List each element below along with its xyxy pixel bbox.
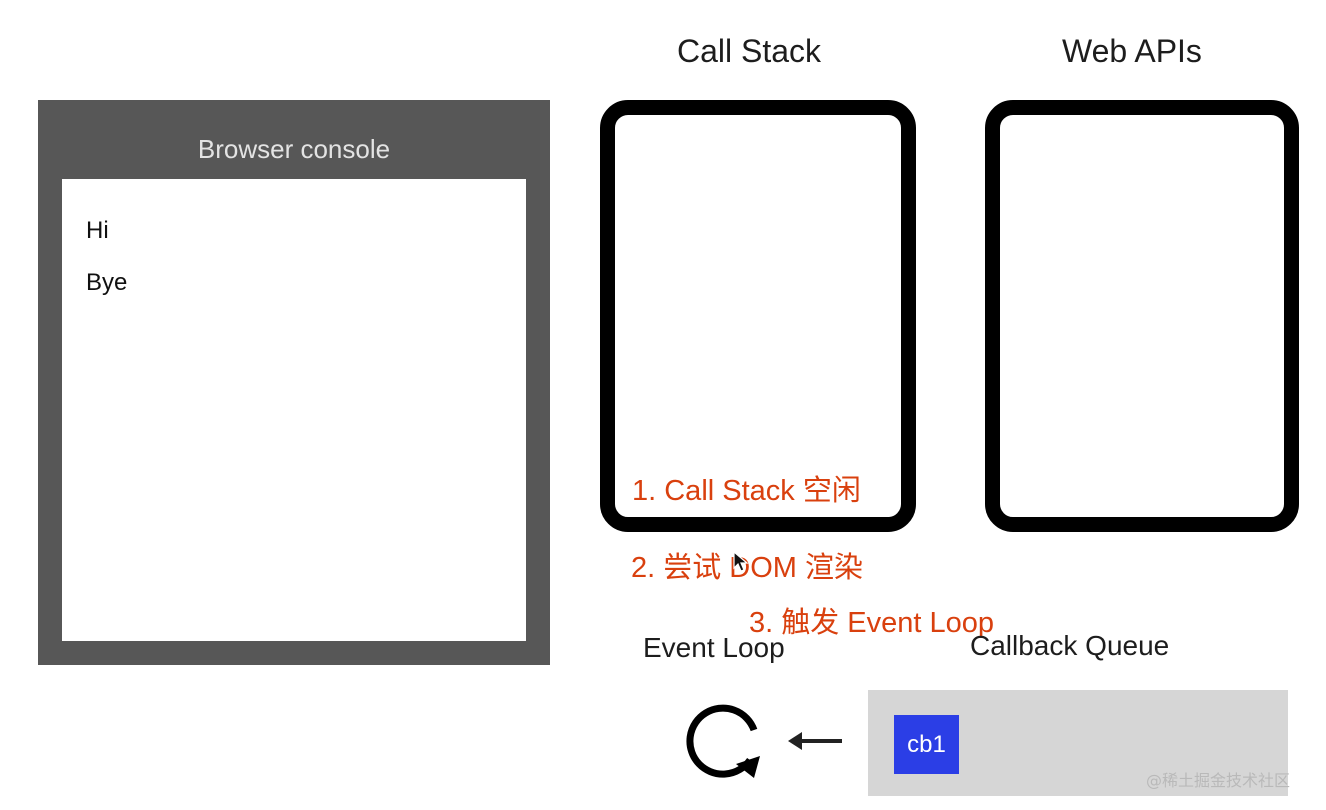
- call-stack-box: [600, 100, 916, 532]
- web-apis-title: Web APIs: [1062, 33, 1202, 69]
- callback-queue-label: Callback Queue: [970, 630, 1170, 661]
- event-loop-label: Event Loop: [643, 632, 785, 663]
- loop-icon: [686, 704, 760, 778]
- callback-item: cb1: [894, 715, 959, 774]
- annotation-trigger-event-loop: 3. 触发 Event Loop: [749, 607, 995, 639]
- browser-console-output: Hi Bye: [62, 179, 526, 641]
- console-line: Bye: [86, 269, 128, 296]
- mouse-cursor-icon: [733, 551, 749, 572]
- web-apis-box: [985, 100, 1299, 532]
- console-line: Hi: [86, 217, 109, 244]
- arrow-left-icon: [788, 732, 842, 750]
- annotation-try-dom-render: 2. 尝试 DOM 渲染: [631, 552, 864, 584]
- watermark-text: @稀土掘金技术社区: [1146, 771, 1291, 790]
- call-stack-title: Call Stack: [677, 33, 822, 69]
- browser-console-title: Browser console: [197, 133, 391, 164]
- annotation-call-stack-idle: 1. Call Stack 空闲: [632, 475, 861, 507]
